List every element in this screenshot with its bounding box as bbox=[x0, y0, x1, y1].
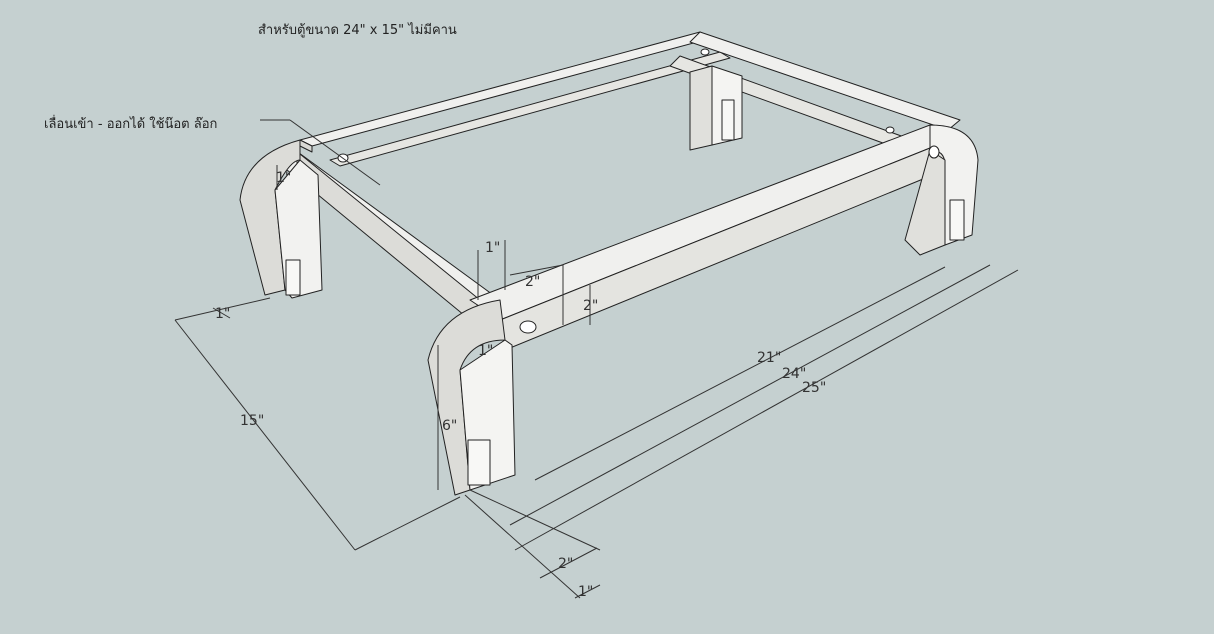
dim-21: 21" bbox=[757, 350, 781, 366]
dim-25: 25" bbox=[802, 380, 826, 396]
dim-2-bottom: 2" bbox=[558, 556, 573, 572]
dim-1-bottom: 1" bbox=[578, 584, 593, 600]
back-rail bbox=[299, 31, 713, 147]
back-inner-rail bbox=[329, 51, 731, 167]
dim-24: 24" bbox=[782, 366, 806, 382]
dim-2-top: 2" bbox=[525, 274, 540, 290]
front-rail bbox=[469, 124, 951, 321]
back-left-leg bbox=[239, 139, 301, 296]
bolt-hole bbox=[700, 48, 710, 56]
bolt-hole bbox=[519, 320, 537, 334]
dim-1-left: 1" bbox=[478, 343, 493, 359]
dimension-lines bbox=[174, 119, 1019, 599]
back-right-leg bbox=[689, 65, 713, 151]
slide-note: เลื่อนเข้า - ออกได้ ใช้น๊อต ล๊อก bbox=[44, 117, 218, 132]
dim-15: 15" bbox=[240, 413, 264, 429]
diagram-title: สำหรับตู้ขนาด 24" x 15" ไม่มีคาน bbox=[258, 23, 457, 38]
dim-2-vertical: 2" bbox=[583, 298, 598, 314]
dim-1-leg-left: 1" bbox=[276, 170, 291, 186]
front-left-leg bbox=[427, 299, 506, 496]
bolt-hole bbox=[885, 126, 895, 134]
dim-1-top: 1" bbox=[485, 240, 500, 256]
dim-6: 6" bbox=[442, 418, 457, 434]
dim-1-front: 1" bbox=[215, 306, 230, 322]
front-rail-side bbox=[499, 139, 951, 351]
bolt-hole bbox=[928, 145, 940, 159]
